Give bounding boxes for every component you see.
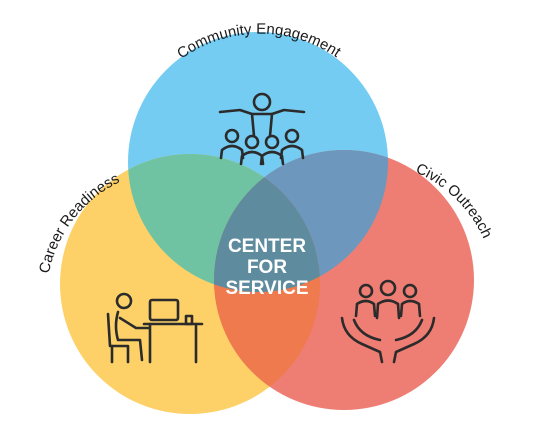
laptop-desk-worker-icon <box>106 292 204 364</box>
center-label-line-2: FOR <box>247 257 287 278</box>
center-label-line-1: CENTER <box>228 236 306 257</box>
hands-holding-people-icon <box>340 279 436 364</box>
community-group-icon <box>218 92 306 166</box>
overlap-center <box>214 154 320 292</box>
center-label-line-3: SERVICE <box>225 278 308 299</box>
